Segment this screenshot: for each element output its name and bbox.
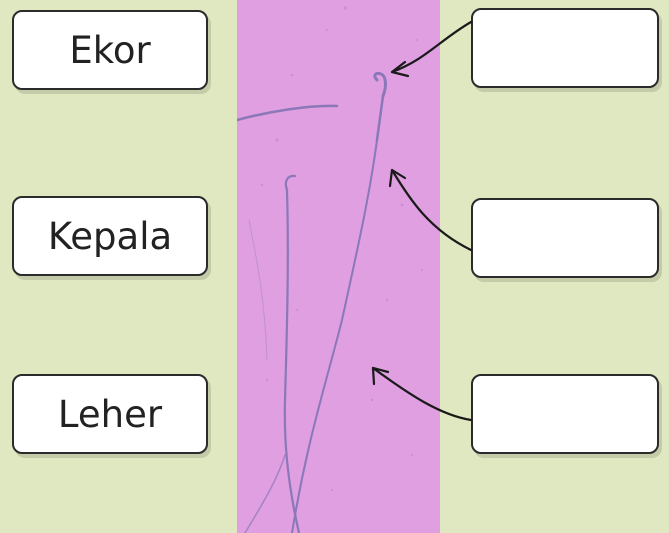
answer-box-2[interactable] bbox=[471, 198, 659, 278]
label-leher[interactable]: Leher bbox=[12, 374, 208, 454]
sperm-micrograph bbox=[237, 0, 440, 533]
label-ekor-text: Ekor bbox=[69, 29, 150, 72]
answer-box-3[interactable] bbox=[471, 374, 659, 454]
answer-box-1[interactable] bbox=[471, 8, 659, 88]
label-leher-text: Leher bbox=[58, 393, 162, 436]
label-kepala[interactable]: Kepala bbox=[12, 196, 208, 276]
label-kepala-text: Kepala bbox=[48, 215, 172, 258]
label-ekor[interactable]: Ekor bbox=[12, 10, 208, 90]
